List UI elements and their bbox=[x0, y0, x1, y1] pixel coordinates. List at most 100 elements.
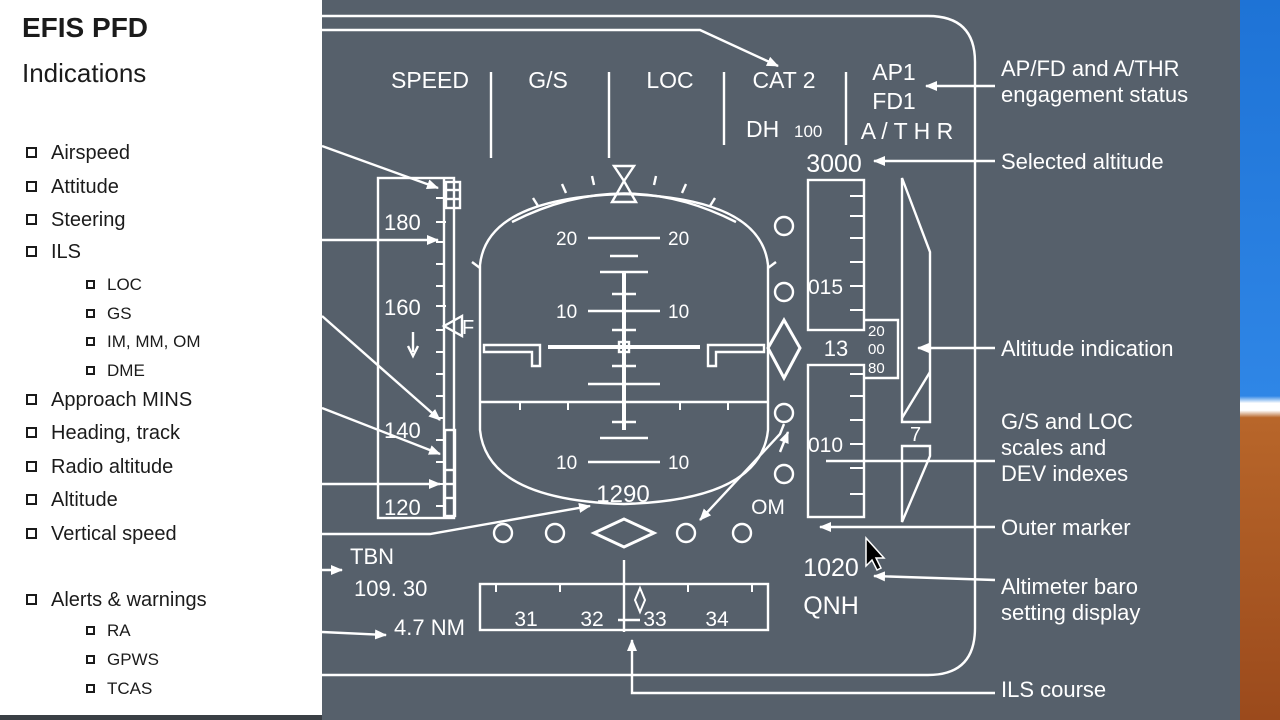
indication-item-label: Radio altitude bbox=[51, 456, 174, 478]
callout-gs-loc: G/S and LOC bbox=[1001, 409, 1133, 434]
checkbox-icon bbox=[86, 280, 95, 289]
pitch-label: 10 bbox=[668, 302, 689, 323]
selected-altitude: 3000 bbox=[806, 150, 862, 178]
heading-label-32: 32 bbox=[580, 608, 603, 631]
indication-item: Radio altitude bbox=[26, 456, 173, 479]
checkbox-icon bbox=[26, 394, 37, 405]
indication-item-label: GPWS bbox=[107, 650, 159, 669]
altitude-hundreds: 13 bbox=[824, 336, 848, 361]
nav-station: TBN bbox=[350, 544, 394, 569]
checkbox-icon bbox=[86, 626, 95, 635]
outer-marker-indicator: OM bbox=[751, 496, 785, 519]
indication-item: IM, MM, OM bbox=[86, 332, 200, 352]
checkbox-icon bbox=[26, 461, 37, 472]
speed-target-triangle bbox=[441, 313, 464, 339]
indication-item: Heading, track bbox=[26, 422, 180, 445]
indication-item: Airspeed bbox=[26, 142, 130, 165]
mouse-cursor bbox=[865, 536, 886, 572]
nav-frequency: 109. 30 bbox=[354, 576, 427, 601]
indication-item: Alerts & warnings bbox=[26, 589, 207, 612]
checkbox-icon bbox=[26, 494, 37, 505]
indication-item-label: Vertical speed bbox=[51, 523, 177, 545]
indication-item: GS bbox=[86, 304, 132, 324]
attitude-indicator bbox=[471, 164, 777, 506]
panel-subtitle: Indications bbox=[22, 58, 147, 88]
callout-ap-status: AP/FD and A/THR bbox=[1001, 56, 1180, 81]
heading-label-34: 34 bbox=[705, 608, 729, 631]
pitch-label: 20 bbox=[556, 229, 577, 250]
altitude-drum: 80 bbox=[868, 360, 885, 377]
speed-label-140: 140 bbox=[384, 418, 421, 443]
pitch-label: 20 bbox=[668, 229, 689, 250]
heading-label-33: 33 bbox=[643, 608, 666, 631]
indication-item: LOC bbox=[86, 275, 142, 295]
pitch-label: 10 bbox=[668, 453, 689, 474]
fma-athr: A / T H R bbox=[861, 118, 953, 144]
indication-item-label: TCAS bbox=[107, 679, 153, 698]
callout-outer-marker: Outer marker bbox=[1001, 515, 1131, 540]
indication-item-label: GS bbox=[107, 304, 132, 323]
callout-ap-status: engagement status bbox=[1001, 82, 1188, 107]
indication-item-label: IM, MM, OM bbox=[107, 332, 201, 351]
callout-arrows bbox=[321, 28, 996, 695]
altitude-drum: 20 bbox=[868, 323, 885, 340]
callout-baro: setting display bbox=[1001, 600, 1140, 625]
background-window-strip bbox=[1240, 0, 1280, 720]
baro-unit: QNH bbox=[803, 592, 859, 620]
callout-ils-course: ILS course bbox=[1001, 677, 1106, 702]
pitch-label: 10 bbox=[556, 302, 577, 323]
indication-item-label: DME bbox=[107, 361, 145, 380]
checkbox-icon bbox=[86, 309, 95, 318]
callout-altitude-indication: Altitude indication bbox=[1001, 336, 1173, 361]
panel-title: EFIS PFD bbox=[22, 12, 149, 43]
speed-target-label: F bbox=[462, 317, 474, 339]
localizer-scale bbox=[492, 517, 753, 549]
indication-item-label: RA bbox=[107, 621, 131, 640]
checkbox-icon bbox=[26, 246, 37, 257]
indication-item-label: Alerts & warnings bbox=[51, 589, 207, 611]
speed-tape bbox=[376, 176, 464, 520]
indication-item-label: Altitude bbox=[51, 489, 118, 511]
nav-dme: 4.7 NM bbox=[394, 615, 465, 640]
indication-item-label: Heading, track bbox=[51, 422, 180, 444]
callout-gs-loc: DEV indexes bbox=[1001, 461, 1128, 486]
checkbox-icon bbox=[26, 147, 37, 158]
indication-item: ILS bbox=[26, 241, 81, 264]
glideslope-scale bbox=[766, 215, 802, 485]
indication-item: TCAS bbox=[86, 679, 152, 699]
indication-item-label: Approach MINS bbox=[51, 389, 193, 411]
checkbox-icon bbox=[86, 337, 95, 346]
indication-item: Vertical speed bbox=[26, 523, 177, 546]
radio-altitude: 1290 bbox=[596, 481, 649, 508]
indication-item-label: Attitude bbox=[51, 176, 119, 198]
fma-ap: AP1 bbox=[872, 59, 915, 85]
vertical-speed: 7 bbox=[910, 424, 921, 446]
indication-item-label: Airspeed bbox=[51, 142, 130, 164]
indication-item: Approach MINS bbox=[26, 389, 192, 412]
indication-item: Altitude bbox=[26, 489, 118, 512]
checkbox-icon bbox=[86, 366, 95, 375]
baro-value: 1020 bbox=[803, 554, 859, 582]
heading-tape bbox=[478, 560, 770, 632]
fma-fd: FD1 bbox=[872, 88, 915, 114]
speed-label-180: 180 bbox=[384, 210, 421, 235]
checkbox-icon bbox=[26, 528, 37, 539]
indication-item: RA bbox=[86, 621, 131, 641]
altitude-drum: 00 bbox=[868, 341, 885, 358]
indication-item: GPWS bbox=[86, 650, 159, 670]
fma-speed: SPEED bbox=[391, 67, 469, 93]
altitude-label-upper: 015 bbox=[808, 276, 843, 299]
roll-pointer bbox=[611, 164, 637, 184]
display-frame bbox=[322, 14, 977, 677]
fma-gs: G/S bbox=[528, 67, 568, 93]
callout-gs-loc: scales and bbox=[1001, 435, 1106, 460]
altitude-label-lower: 010 bbox=[808, 434, 843, 457]
panel-bottom-edge bbox=[0, 715, 322, 720]
checkbox-icon bbox=[26, 427, 37, 438]
fma-cat: CAT 2 bbox=[752, 67, 815, 93]
callout-selected-altitude: Selected altitude bbox=[1001, 149, 1164, 174]
glideslope-diamond bbox=[766, 316, 802, 382]
checkbox-icon bbox=[86, 684, 95, 693]
